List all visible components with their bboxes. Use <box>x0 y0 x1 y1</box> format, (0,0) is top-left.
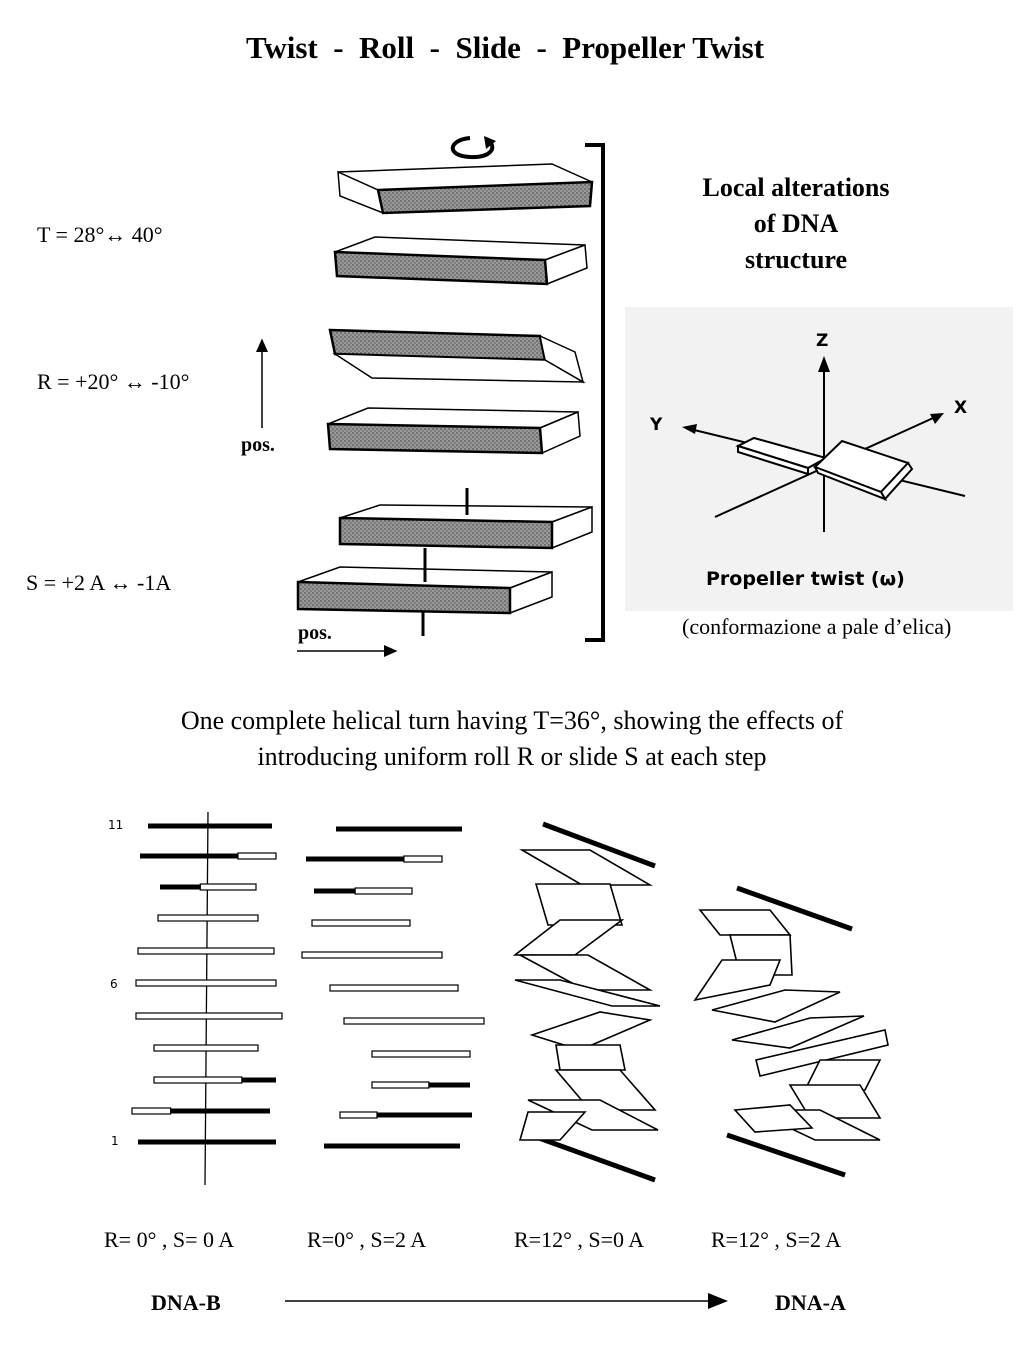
helical-turn-caption: One complete helical turn having T=36°, … <box>60 703 964 775</box>
page-title: Twist - Roll - Slide - Propeller Twist <box>245 30 765 65</box>
roll-positive-label: pos. <box>241 434 275 456</box>
helix-rs-plate-7 <box>803 1059 882 1091</box>
helix-r-plate-5 <box>514 979 661 1007</box>
helix-r-top-bar <box>542 821 656 869</box>
twist-range-label: T = 28°↔ 40° <box>37 222 163 247</box>
helical-turn-caption-line-1: One complete helical turn having T=36°, … <box>180 706 844 735</box>
helix-s-pair-10-hollow <box>339 1111 378 1119</box>
slide-positive-label: pos. <box>298 622 332 644</box>
twist-slab-bottom <box>333 236 588 286</box>
tick-label-6: 6 <box>110 977 118 991</box>
helix-rs-plate-3 <box>693 959 782 1002</box>
helix-rs-top-bar <box>736 885 853 932</box>
helix-b-pair-3-hollow <box>199 883 257 891</box>
condition-label-1: R= 0° , S= 0 A <box>104 1227 235 1252</box>
helix-s-pair-9-hollow <box>371 1081 430 1089</box>
helix-r-plate-4 <box>519 954 654 991</box>
local-alterations-title: Local alterations of DNA structure <box>660 170 932 278</box>
propeller-blades <box>735 436 914 501</box>
axis-z-label: Z <box>816 331 828 351</box>
tick-label-1: 1 <box>111 1134 119 1148</box>
helix-r-plate-2 <box>534 883 624 926</box>
helix-r-bottom-bar <box>524 1130 656 1183</box>
helix-r-plate-10 <box>518 1111 587 1141</box>
condition-label-3: R=12° , S=0 A <box>514 1227 645 1252</box>
helix-rs-plate-5 <box>731 1015 865 1049</box>
helix-s-pair-8-hollow <box>371 1050 471 1058</box>
helix-axis-b <box>204 811 209 1186</box>
helix-b-pair-9-hollow <box>153 1076 243 1084</box>
helix-r-plate-8 <box>554 1069 657 1111</box>
helix-rs-plate-4 <box>711 989 841 1023</box>
helix-s-pair-4-hollow <box>311 919 411 927</box>
propeller-twist-caption: Propeller twist (ω) <box>706 568 905 590</box>
helix-rs-plate-10 <box>733 1104 814 1133</box>
helix-b-pair-7-hollow <box>135 1012 283 1020</box>
helix-r-plate-1 <box>519 849 653 886</box>
dna-b-label: DNA-B <box>151 1290 221 1315</box>
helix-rs-bottom-bar <box>726 1132 846 1178</box>
grouping-bracket <box>585 143 605 642</box>
helix-b-pair-10-hollow <box>131 1107 172 1115</box>
side-title-line-1: Local alterations <box>702 173 890 202</box>
helix-b-pair-2-hollow <box>237 852 277 860</box>
roll-range-label: R = +20° ↔ -10° <box>37 369 190 394</box>
helix-b-pair-8-hollow <box>153 1044 259 1052</box>
condition-label-4: R=12° , S=2 A <box>711 1227 842 1252</box>
helix-s-pair-2-hollow <box>403 855 443 863</box>
roll-slab-bottom <box>326 407 581 455</box>
helix-r-plate-7 <box>555 1044 626 1071</box>
helix-s-pair-3-hollow <box>354 887 413 895</box>
roll-slab-top <box>328 328 586 384</box>
helix-b-pair-4-hollow <box>157 914 259 922</box>
helix-b-pair-6-hollow <box>135 979 277 987</box>
axis-x-label: X <box>954 398 967 418</box>
helix-s-pair-7-hollow <box>343 1017 485 1025</box>
helical-turn-panels <box>131 811 889 1186</box>
propeller-note: (conformazione a pale d’elica) <box>682 614 952 639</box>
dna-a-label: DNA-A <box>775 1290 846 1315</box>
helix-r-plate-3 <box>512 919 625 956</box>
transition-arrowhead <box>708 1293 728 1309</box>
side-title-line-2: of DNA <box>753 209 839 238</box>
helix-s-pair-5-hollow <box>301 951 443 959</box>
tick-label-11: 11 <box>108 818 123 832</box>
axis-y-label: Y <box>649 415 663 435</box>
helix-b-pair-5-hollow <box>137 947 275 955</box>
condition-label-2: R=0° , S=2 A <box>307 1227 427 1252</box>
helix-rs-plate-6 <box>755 1029 889 1077</box>
twist-rotation-icon <box>450 136 496 160</box>
twist-slab-top <box>337 163 594 215</box>
slide-range-label: S = +2 A ↔ -1A <box>26 570 172 595</box>
helical-turn-caption-line-2: introducing uniform roll R or slide S at… <box>257 742 767 771</box>
side-title-line-3: structure <box>744 245 848 274</box>
helix-s-pair-6-hollow <box>329 984 459 992</box>
helix-rs-plate-1 <box>698 909 792 936</box>
